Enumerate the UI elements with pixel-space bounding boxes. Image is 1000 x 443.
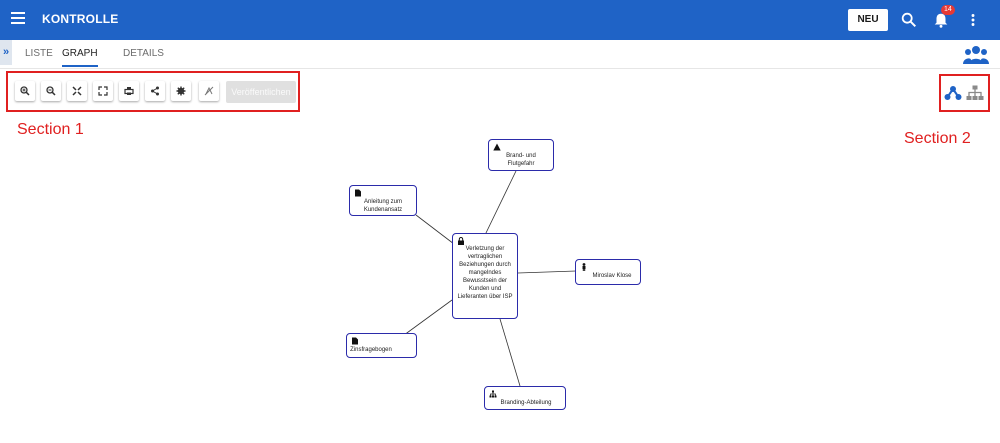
- hierarchy-layout-icon[interactable]: [966, 85, 984, 101]
- network-layout-icon[interactable]: [944, 85, 962, 101]
- edge-zinsfragebogen: [399, 299, 453, 339]
- section-1-label: Section 1: [17, 121, 84, 138]
- graph-node-klose[interactable]: Miroslav Klose: [575, 259, 641, 285]
- print-icon: [124, 87, 134, 95]
- app-header: [0, 0, 1000, 40]
- edge-branding: [499, 318, 521, 387]
- users-group-icon[interactable]: [963, 44, 989, 66]
- settings-button[interactable]: [171, 81, 191, 101]
- graph-node-branding[interactable]: Branding-Abteilung: [484, 386, 566, 410]
- graph-node-anleitung[interactable]: Anleitung zum Kundenansatz: [349, 185, 417, 216]
- section-1-highlight: [6, 71, 300, 112]
- zoom-in-button[interactable]: [15, 81, 35, 101]
- more-vert-icon[interactable]: [964, 10, 982, 30]
- edge-klose: [517, 270, 577, 274]
- tab-bar: [0, 40, 1000, 69]
- graph-node-center[interactable]: Verletzung der vertraglichen Beziehungen…: [452, 233, 518, 319]
- tab-liste[interactable]: LISTE: [25, 48, 53, 59]
- tab-graph[interactable]: GRAPH: [62, 48, 98, 59]
- org-icon: [489, 390, 497, 398]
- edge-anleitung: [415, 214, 455, 245]
- graph-node-brand[interactable]: Brand- und Flutgefahr: [488, 139, 554, 171]
- node-label: Zinsfragebogen: [350, 347, 392, 353]
- warning-icon: [493, 143, 501, 151]
- zoom-out-icon: [46, 86, 56, 96]
- expand-sidebar-icon[interactable]: »: [0, 40, 12, 65]
- bell-icon[interactable]: [932, 10, 950, 30]
- search-icon[interactable]: [900, 10, 918, 30]
- person-icon: [582, 263, 586, 271]
- fit-icon: [72, 86, 82, 96]
- graph-node-zinsfragebogen[interactable]: Zinsfragebogen: [346, 333, 417, 358]
- section-2-label: Section 2: [904, 130, 971, 147]
- print-button[interactable]: [119, 81, 139, 101]
- node-label: Anleitung zum Kundenansatz: [363, 199, 403, 213]
- active-tab-indicator: [62, 65, 98, 67]
- fullscreen-button[interactable]: [93, 81, 113, 101]
- lock-icon: [458, 237, 464, 245]
- settings-icon: [176, 86, 186, 96]
- new-button[interactable]: NEU: [848, 9, 888, 31]
- hide-icon: [204, 86, 214, 96]
- zoom-in-icon: [20, 86, 30, 96]
- fullscreen-icon: [98, 86, 108, 96]
- toggle-labels-button[interactable]: [199, 81, 219, 101]
- section-2-highlight: [939, 74, 990, 112]
- tab-details[interactable]: DETAILS: [123, 48, 164, 59]
- edge-brand: [484, 170, 517, 236]
- share-icon: [151, 86, 159, 96]
- menu-icon[interactable]: [11, 12, 25, 24]
- app-title: KONTROLLE: [42, 12, 119, 26]
- fit-graph-button[interactable]: [67, 81, 87, 101]
- publish-button[interactable]: Veröffentlichen: [226, 81, 296, 103]
- share-button[interactable]: [145, 81, 165, 101]
- document-icon: [352, 337, 358, 345]
- node-label: Brand- und Flutgefahr: [506, 153, 536, 167]
- node-label: Verletzung der vertraglichen Beziehungen…: [457, 246, 513, 300]
- zoom-out-button[interactable]: [41, 81, 61, 101]
- node-label: Miroslav Klose: [592, 273, 632, 279]
- document-icon: [355, 189, 361, 197]
- notification-badge: 14: [941, 5, 955, 15]
- node-label: Branding-Abteilung: [500, 400, 552, 406]
